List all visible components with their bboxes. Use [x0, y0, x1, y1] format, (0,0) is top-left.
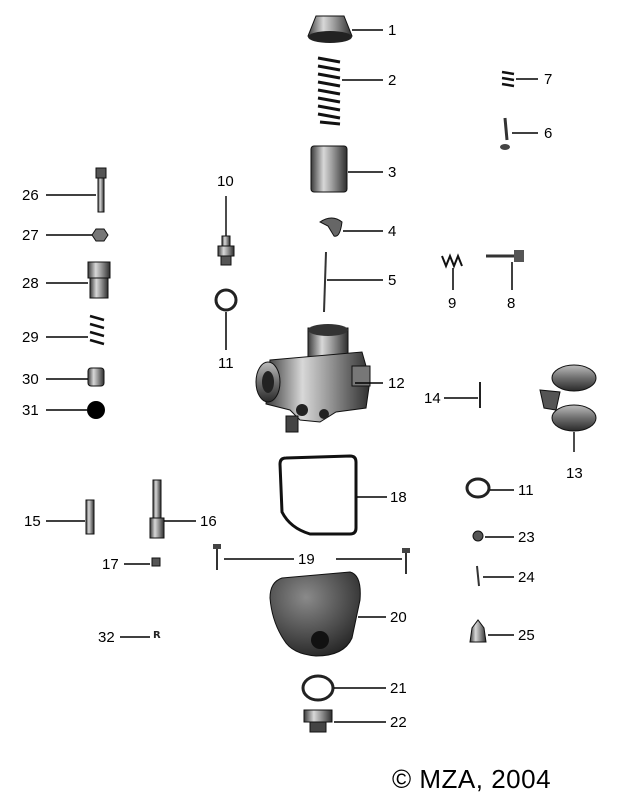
part-17-small-jet	[151, 557, 161, 567]
label-20: 20	[390, 609, 407, 626]
label-7: 7	[544, 71, 552, 88]
label-24: 24	[518, 569, 535, 586]
part-6-screw	[500, 117, 510, 150]
part-32-small-part: R	[153, 630, 161, 641]
copyright-notice: © MZA, 2004	[392, 764, 552, 794]
part-labels: 1 2 3 4 5 6 7 8 9 10 11 11 12 13 14 15 1…	[22, 22, 583, 731]
label-19: 19	[298, 551, 315, 568]
label-27: 27	[22, 227, 39, 244]
label-21: 21	[390, 680, 407, 697]
part-29-spring	[89, 314, 105, 346]
label-9: 9	[448, 295, 456, 312]
label-5: 5	[388, 272, 396, 289]
part-4-clip	[319, 217, 343, 237]
part-26-bolt	[95, 167, 107, 213]
part-11-ring-left	[214, 288, 238, 312]
label-14: 14	[424, 390, 441, 407]
label-8: 8	[507, 295, 515, 312]
label-26: 26	[22, 187, 39, 204]
part-30-sleeve	[87, 367, 105, 387]
part-18-gasket	[278, 454, 358, 536]
part-1-cap	[307, 15, 353, 43]
label-22: 22	[390, 714, 407, 731]
label-4: 4	[388, 223, 396, 240]
part-31-ball	[87, 401, 105, 419]
label-15: 15	[24, 513, 41, 530]
label-29: 29	[22, 329, 39, 346]
part-12-carburetor-body	[255, 324, 371, 433]
part-28-fitting	[87, 261, 111, 299]
part-8-screw	[486, 250, 524, 262]
part-10-fitting	[217, 196, 235, 266]
part-15-jet	[85, 499, 95, 535]
label-28: 28	[22, 275, 39, 292]
label-2: 2	[388, 72, 396, 89]
part-23-screw	[472, 530, 484, 542]
label-11-left: 11	[218, 355, 234, 372]
part-2-spring	[317, 56, 341, 126]
part-20-float-bowl	[269, 571, 361, 657]
label-31: 31	[22, 402, 39, 419]
part-27-nut	[91, 228, 109, 242]
label-12: 12	[388, 375, 405, 392]
label-16: 16	[200, 513, 217, 530]
label-32: 32	[98, 629, 115, 646]
label-18: 18	[390, 489, 407, 506]
part-9-spring	[441, 253, 463, 269]
leader-lines	[46, 29, 538, 723]
part-7-spring	[501, 70, 515, 88]
label-11-right: 11	[518, 482, 534, 499]
label-3: 3	[388, 164, 396, 181]
part-3-slide	[310, 145, 348, 193]
label-30: 30	[22, 371, 39, 388]
part-25-nut	[469, 619, 487, 643]
part-19-screws	[213, 544, 410, 574]
part-11-ring-right	[465, 477, 491, 499]
part-5-needle	[323, 251, 327, 313]
part-13-float	[539, 364, 597, 452]
label-1: 1	[388, 22, 396, 39]
part-16-emulsion-tube	[149, 479, 165, 539]
label-23: 23	[518, 529, 535, 546]
label-17: 17	[102, 556, 119, 573]
part-21-ring	[301, 674, 335, 702]
label-25: 25	[518, 627, 535, 644]
label-6: 6	[544, 125, 552, 142]
part-22-plug	[303, 709, 333, 733]
label-13: 13	[566, 465, 583, 482]
part-24-pin	[476, 565, 480, 587]
label-10: 10	[217, 173, 234, 190]
